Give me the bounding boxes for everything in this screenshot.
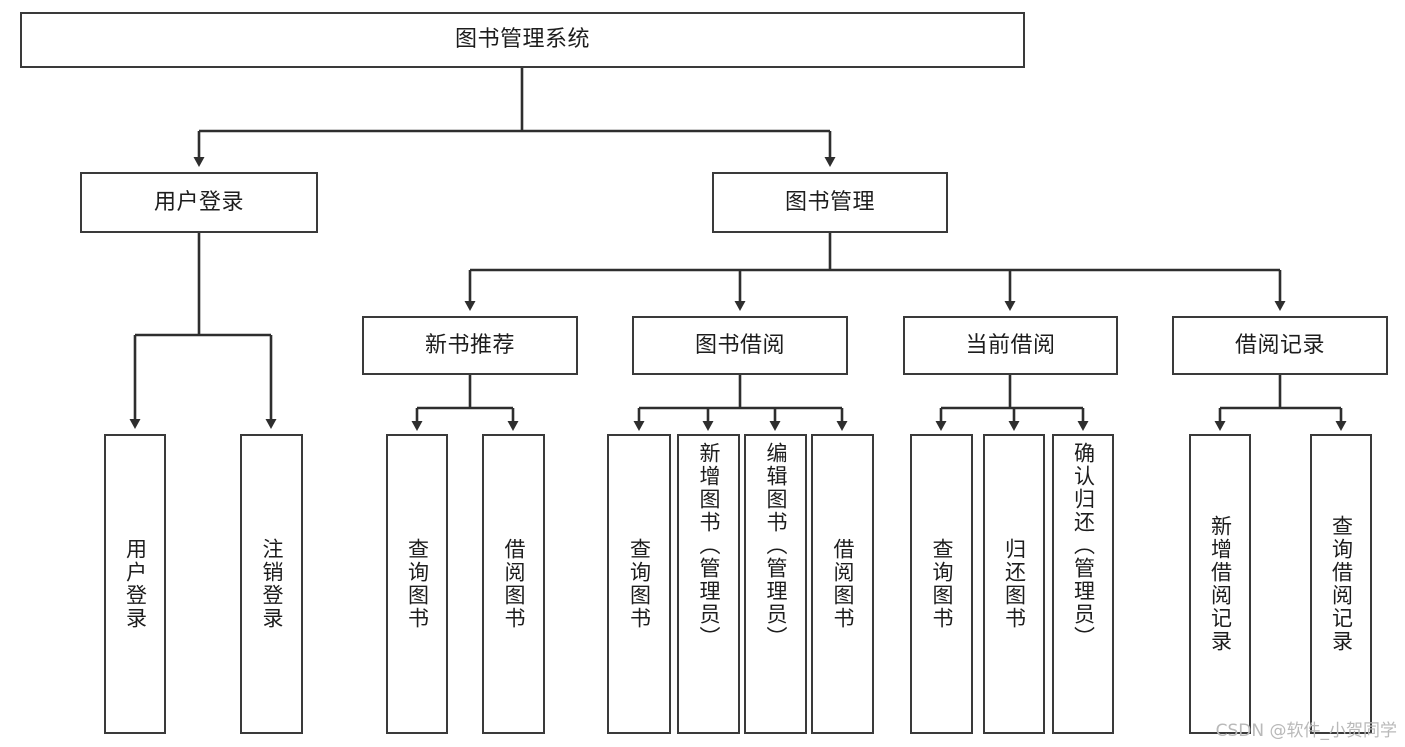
node-leaf-confirm-return[interactable]: 确认归还（管理员）: [1052, 434, 1114, 734]
node-leaf-user-login-label: 用户登录: [123, 538, 148, 630]
node-leaf-query-book-new[interactable]: 查询图书: [386, 434, 448, 734]
node-leaf-query-borrow-record-label: 查询借阅记录: [1329, 515, 1354, 653]
node-leaf-query-book-new-label: 查询图书: [405, 538, 430, 630]
node-leaf-query-borrow-record[interactable]: 查询借阅记录: [1310, 434, 1372, 734]
node-root[interactable]: 图书管理系统: [20, 12, 1025, 68]
node-leaf-query-book-current[interactable]: 查询图书: [910, 434, 973, 734]
node-book-borrow-label: 图书借阅: [694, 332, 785, 358]
node-leaf-return-book[interactable]: 归还图书: [983, 434, 1045, 734]
node-borrow-record-label: 借阅记录: [1234, 332, 1325, 358]
node-leaf-lend-book-label: 借阅图书: [831, 538, 855, 630]
csdn-watermark: CSDN @软件_小贺同学: [1215, 721, 1397, 741]
node-new-book-recommend-label: 新书推荐: [424, 332, 515, 358]
node-new-book-recommend[interactable]: 新书推荐: [362, 316, 578, 375]
node-leaf-query-book-label: 查询图书: [627, 538, 652, 630]
node-leaf-confirm-return-label: 确认归还（管理员）: [1071, 442, 1096, 649]
node-leaf-user-login[interactable]: 用户登录: [104, 434, 166, 734]
node-leaf-borrow-book-new[interactable]: 借阅图书: [482, 434, 545, 734]
node-leaf-add-book-label: 新增图书（管理员）: [697, 442, 721, 649]
node-leaf-add-borrow-record[interactable]: 新增借阅记录: [1189, 434, 1251, 734]
node-leaf-logout[interactable]: 注销登录: [240, 434, 303, 734]
node-current-borrow-label: 当前借阅: [965, 332, 1056, 358]
node-leaf-query-book[interactable]: 查询图书: [607, 434, 671, 734]
node-user-login[interactable]: 用户登录: [80, 172, 318, 233]
node-current-borrow[interactable]: 当前借阅: [903, 316, 1118, 375]
node-borrow-record[interactable]: 借阅记录: [1172, 316, 1388, 375]
node-leaf-add-borrow-record-label: 新增借阅记录: [1208, 515, 1233, 653]
node-book-management-label: 图书管理: [784, 189, 875, 215]
node-book-management[interactable]: 图书管理: [712, 172, 948, 233]
node-leaf-edit-book[interactable]: 编辑图书（管理员）: [744, 434, 807, 734]
node-leaf-lend-book[interactable]: 借阅图书: [811, 434, 874, 734]
node-leaf-return-book-label: 归还图书: [1002, 538, 1027, 630]
node-user-login-label: 用户登录: [153, 189, 244, 215]
node-book-borrow[interactable]: 图书借阅: [632, 316, 848, 375]
node-leaf-borrow-book-new-label: 借阅图书: [502, 538, 526, 630]
node-root-label: 图书管理系统: [454, 27, 590, 53]
node-leaf-add-book[interactable]: 新增图书（管理员）: [677, 434, 740, 734]
node-leaf-logout-label: 注销登录: [260, 538, 284, 630]
node-leaf-edit-book-label: 编辑图书（管理员）: [764, 442, 788, 649]
node-leaf-query-book-current-label: 查询图书: [930, 538, 954, 630]
